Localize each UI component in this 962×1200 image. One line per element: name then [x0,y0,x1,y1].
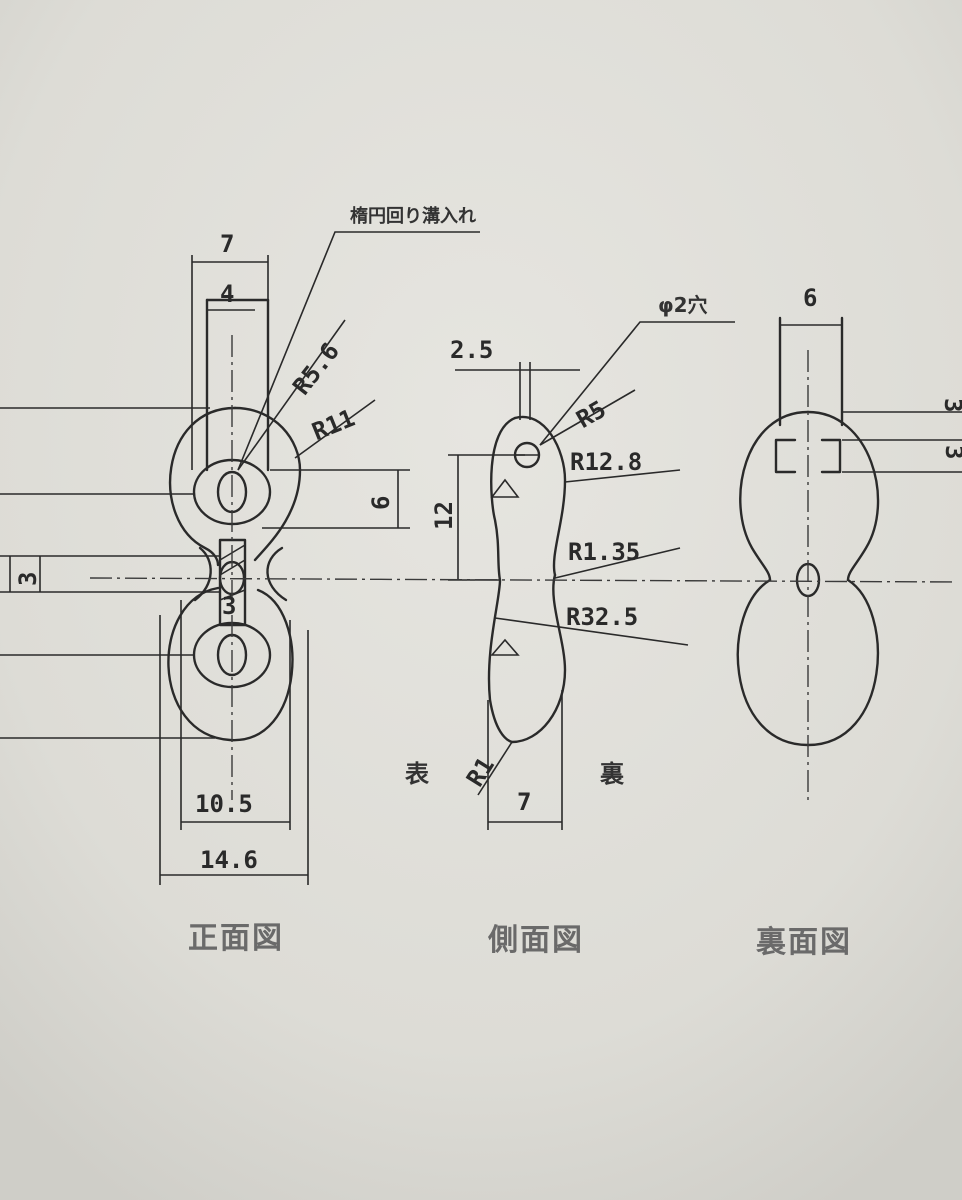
side-hole-note: φ2穴 [658,293,708,317]
back-view: 6 3 3 裏面図 [736,284,962,960]
dim-side-r128: R12.8 [570,448,642,476]
label-surface-front: 表 [405,760,430,788]
dim-back-edge-2: 3 [940,445,962,459]
dim-back-edge-1: 3 [939,398,962,412]
dim-front-3: 3 [14,572,42,586]
title-back-view: 裏面図 [756,925,852,960]
dim-front-center-3: 3 [222,592,236,620]
dim-front-146: 14.6 [200,846,258,874]
side-view: 2.5 φ2穴 R5 R12.8 12 R1.35 R32.5 R1 7 表 裏… [405,293,735,958]
dim-side-r135: R1.35 [568,538,640,566]
dim-front-105: 10.5 [195,790,253,818]
dim-side-25: 2.5 [450,336,493,364]
dim-side-12: 12 [430,501,458,530]
front-note: 楕円回り溝入れ [350,205,476,227]
dim-side-7: 7 [517,788,531,816]
dim-front-7: 7 [220,230,234,258]
title-side-view: 側面図 [487,923,584,958]
title-front-view: 正面図 [188,921,284,956]
dim-front-4: 4 [220,280,234,308]
horizontal-centerline [89,577,956,583]
label-surface-back: 裏 [599,760,625,788]
dim-front-6: 6 [367,496,395,510]
dim-side-r325: R32.5 [566,603,638,631]
dim-back-6: 6 [803,284,817,312]
